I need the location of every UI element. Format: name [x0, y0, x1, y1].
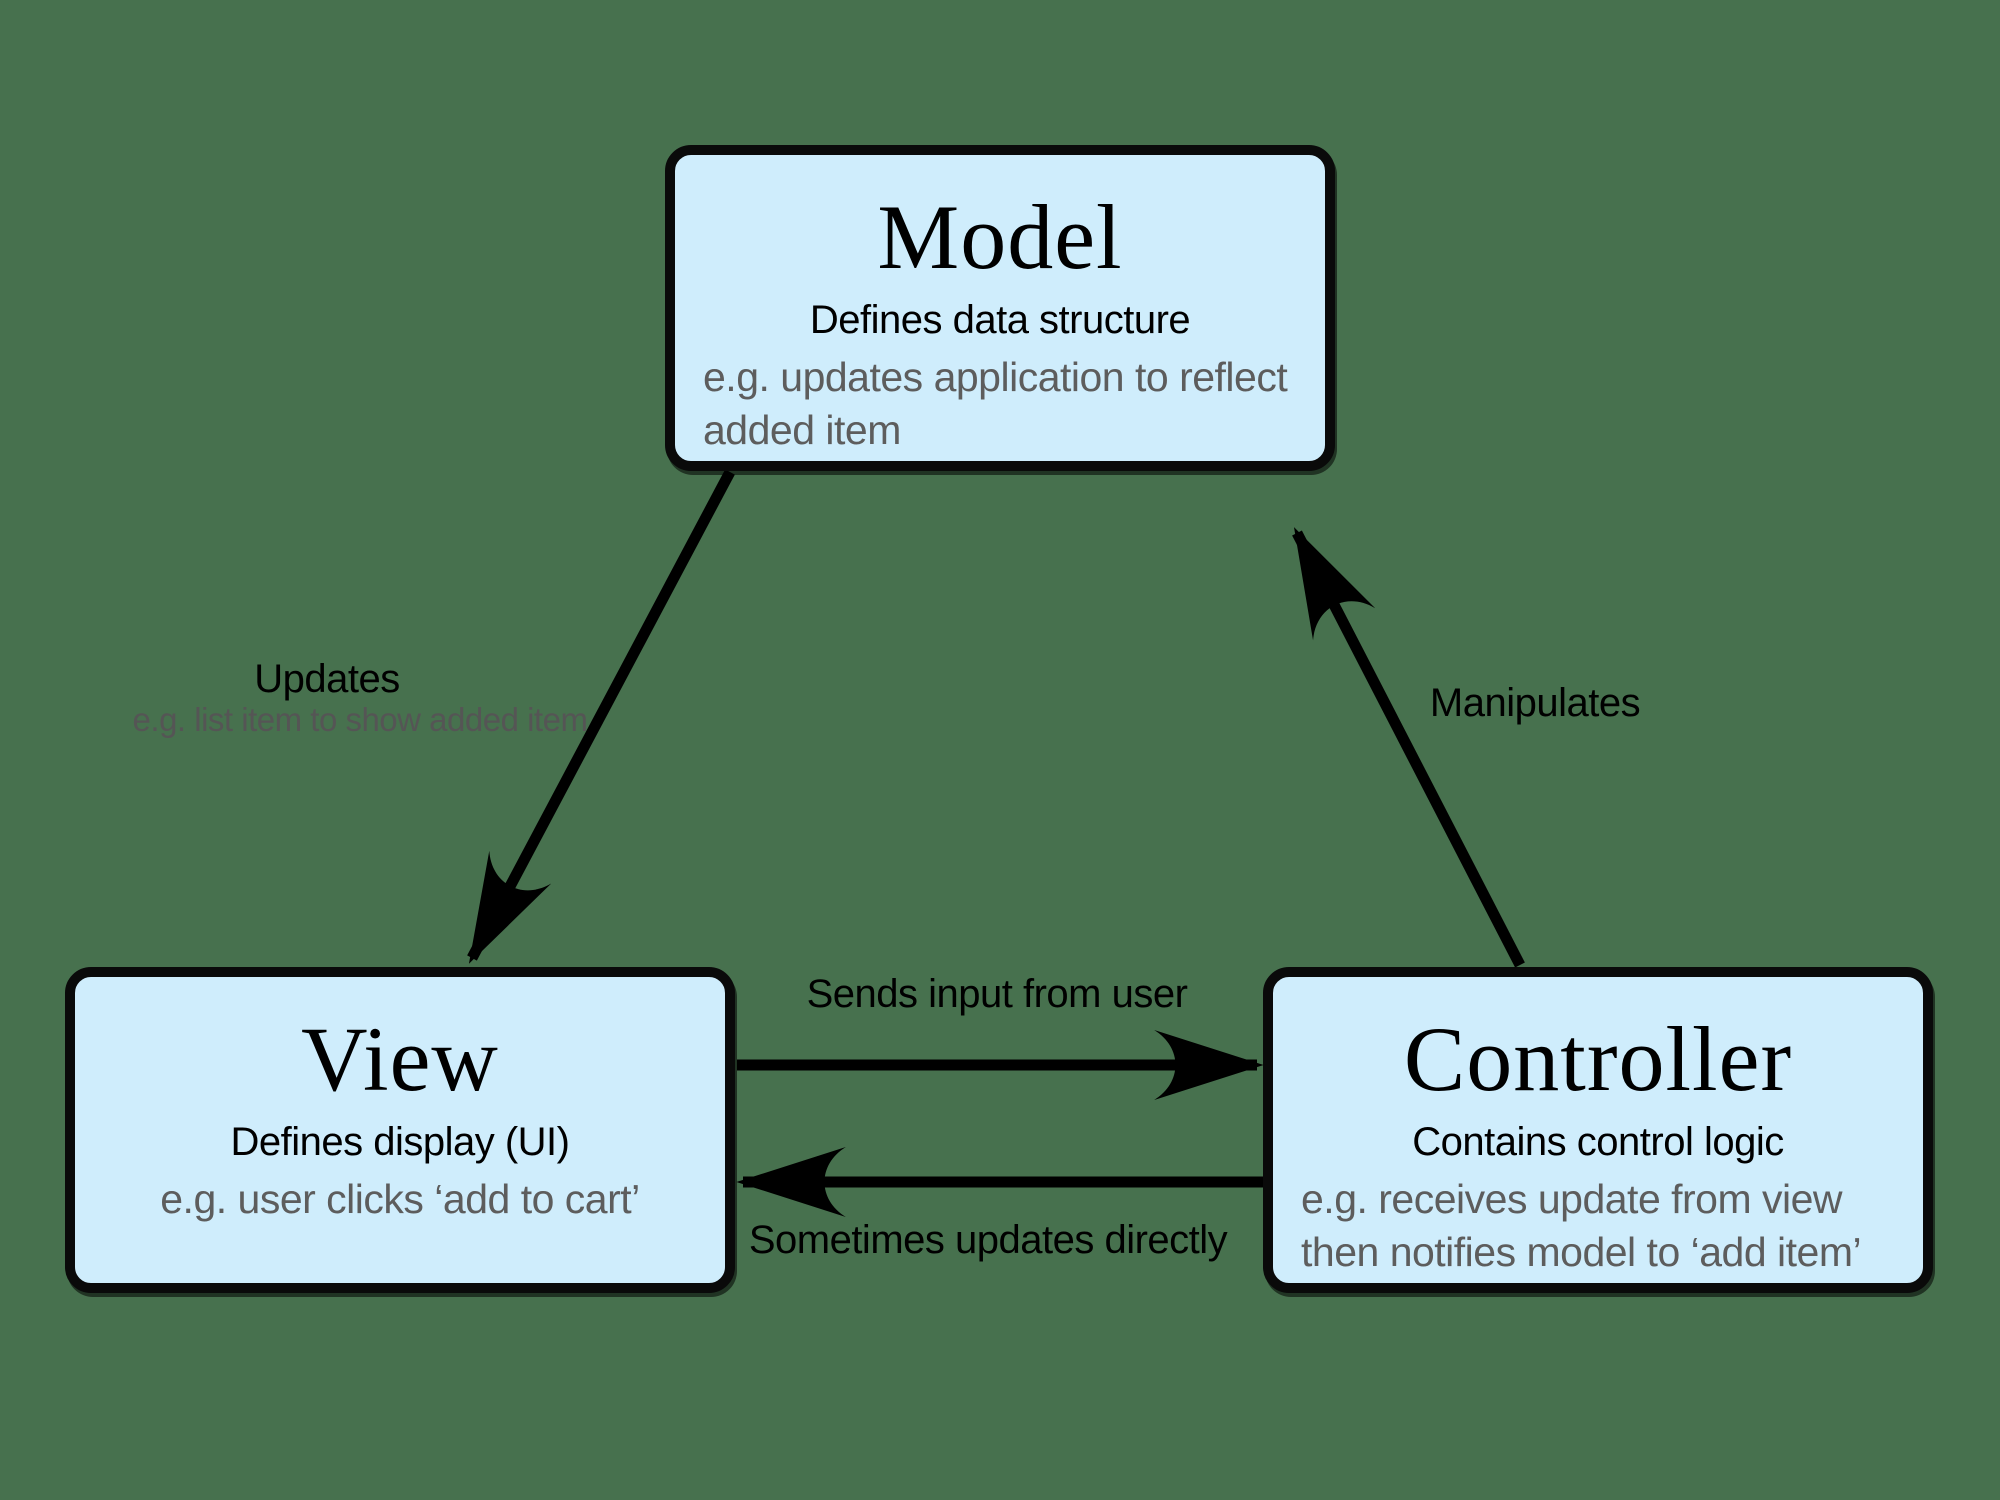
- updates-label: Updates: [254, 657, 400, 701]
- controller-example: e.g. receives update from view then noti…: [1301, 1176, 1862, 1276]
- model-example: e.g. updates application to reflect adde…: [703, 354, 1288, 454]
- model-title: Model: [877, 186, 1123, 288]
- view-box: View Defines display (UI) e.g. user clic…: [65, 967, 735, 1293]
- sometimes-updates-label: Sometimes updates directly: [748, 1218, 1228, 1262]
- updates-sublabel: e.g. list item to show added item: [132, 701, 588, 738]
- model-subtitle: Defines data structure: [809, 298, 1191, 342]
- sends-input-label: Sends input from user: [806, 972, 1188, 1016]
- view-example: e.g. user clicks ‘add to cart’: [160, 1176, 640, 1222]
- controller-title: Controller: [1403, 1008, 1793, 1110]
- controller-box: Controller Contains control logic e.g. r…: [1263, 967, 1933, 1293]
- arrow-controller-to-model: [1292, 527, 1525, 968]
- view-subtitle: Defines display (UI): [230, 1120, 570, 1164]
- controller-subtitle: Contains control logic: [1412, 1120, 1784, 1164]
- view-title: View: [301, 1008, 499, 1110]
- manipulates-label: Manipulates: [1429, 681, 1641, 725]
- arrow-model-to-view: [467, 469, 735, 964]
- model-box: Model Defines data structure e.g. update…: [665, 145, 1335, 471]
